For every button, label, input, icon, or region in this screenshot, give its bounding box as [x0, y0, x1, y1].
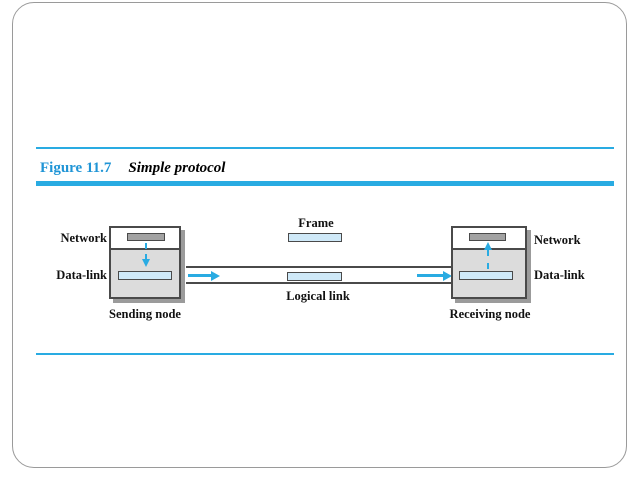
transmit-arrowhead-icon: [211, 271, 220, 281]
sending-datalink-label: Data-link: [56, 268, 107, 282]
title-underline-rule: [36, 181, 614, 186]
dashed-up-arrowhead-icon: [484, 242, 492, 250]
dashed-up-arrow-icon: [487, 250, 489, 269]
figure-caption: Figure 11.7 Simple protocol: [40, 160, 225, 177]
frame-in-channel-rect: [287, 272, 342, 281]
top-rule: [36, 147, 614, 149]
receiving-network-label: Network: [534, 233, 581, 247]
receive-arrowhead-icon: [443, 271, 452, 281]
sending-network-label: Network: [60, 231, 107, 245]
logical-link-channel: [186, 266, 451, 284]
logical-link-label: Logical link: [286, 289, 350, 303]
figure-title: Simple protocol: [128, 160, 226, 176]
bottom-rule: [36, 353, 614, 355]
receiving-datalink-label: Data-link: [534, 268, 585, 282]
dashed-down-arrowhead-icon: [142, 259, 150, 267]
sending-node-caption: Sending node: [109, 307, 181, 321]
receiving-node-caption: Receiving node: [449, 307, 531, 321]
frame-legend-rect: [288, 233, 342, 242]
frame-label: Frame: [298, 216, 334, 230]
receiving-datalink-frame: [459, 271, 513, 280]
sending-network-packet: [127, 233, 165, 241]
sending-datalink-frame: [118, 271, 172, 280]
receiving-network-packet: [469, 233, 506, 241]
receive-arrow-icon: [417, 274, 443, 277]
dashed-down-arrow-icon: [145, 243, 147, 260]
transmit-arrow-icon: [188, 274, 211, 277]
figure-number: Figure 11.7: [40, 160, 112, 176]
